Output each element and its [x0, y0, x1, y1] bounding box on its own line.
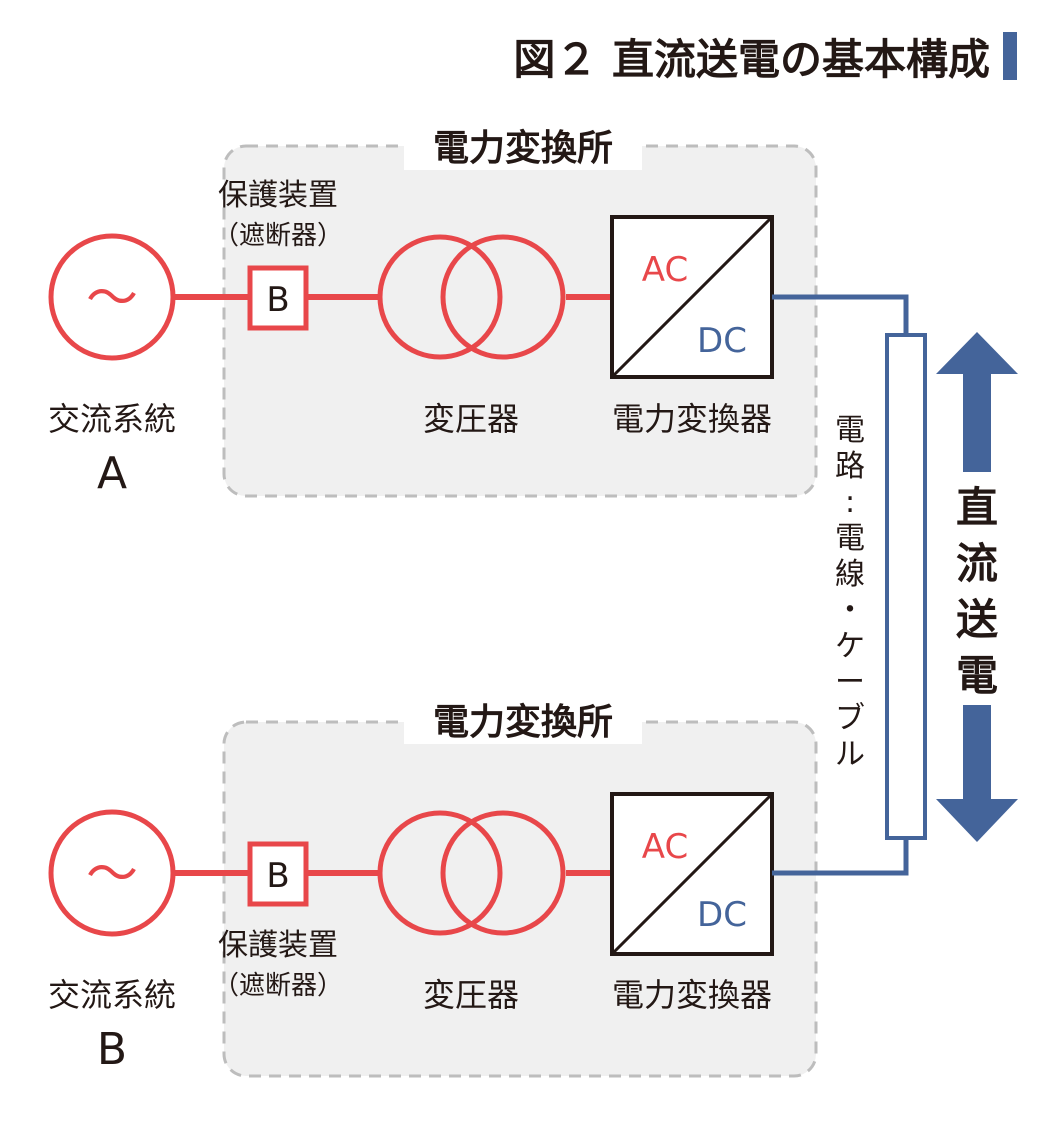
arrow-down-shaft: [963, 705, 991, 801]
ac-wave-b-icon: 〜: [86, 845, 138, 905]
line-label-char: 電: [835, 413, 865, 448]
converter-b-dc: DC: [697, 895, 747, 935]
breaker-b-letter: B: [266, 856, 289, 896]
station-label-a: 電力変換所: [433, 127, 613, 169]
transformer-a-coil-1: [377, 234, 503, 360]
breaker-a-letter: B: [266, 280, 289, 320]
line-label-char: :: [845, 485, 855, 520]
breaker-a-label-1: 保護装置: [218, 178, 338, 213]
source-a-letter: A: [97, 448, 127, 499]
ac-source-b-icon: [48, 809, 176, 937]
row-b-circuit: 〜 B AC DC: [48, 792, 774, 956]
line-label-char: ル: [835, 737, 865, 772]
breaker-a: [247, 265, 309, 331]
line-label-char: ブ: [835, 701, 865, 736]
title-accent-bar: [1003, 32, 1017, 80]
converter-b-label: 電力変換器: [612, 976, 772, 1014]
dc-transmission-char: 流: [956, 539, 998, 588]
dc-transmission-char: 直: [956, 483, 998, 532]
line-label-char: 路: [835, 449, 865, 484]
source-a-label: 交流系統: [48, 400, 176, 438]
arrow-down-head: [936, 799, 1018, 842]
breaker-b-label-2: （遮断器）: [213, 971, 343, 1001]
ac-wave-a-icon: 〜: [86, 269, 138, 329]
dc-transmission-char: 電: [956, 651, 998, 700]
dc-wire-top: [772, 294, 909, 335]
dc-line: [772, 294, 927, 876]
breaker-a-label-2: （遮断器）: [213, 221, 343, 251]
source-b-label: 交流系統: [48, 976, 176, 1014]
source-b-letter: B: [97, 1024, 127, 1075]
converter-a-dc: DC: [697, 321, 747, 361]
line-label-char: 線: [835, 557, 865, 592]
breaker-b-label-1: 保護装置: [218, 928, 338, 963]
ac-source-a-icon: [48, 233, 176, 361]
arrow-up-shaft: [963, 372, 991, 472]
dc-cable: [885, 333, 927, 840]
transformer-b-coil-2: [440, 810, 566, 936]
station-label-b: 電力変換所: [433, 701, 613, 743]
arrow-up-head: [936, 332, 1018, 374]
dc-transmission-arrow: [936, 332, 1018, 842]
dc-wire-bottom: [772, 838, 909, 876]
converter-a-diagonal: [610, 215, 774, 379]
dc-transmission-label: 直 流 送 電: [956, 483, 998, 700]
figure-title: 図２ 直流送電の基本構成: [513, 35, 990, 84]
line-label: 電 路 : 電 線 ・ ケ ー ブ ル: [835, 413, 865, 772]
converter-b-diagonal: [610, 792, 774, 956]
transformer-b-coil-1: [377, 810, 503, 936]
breaker-b: [247, 841, 309, 907]
converter-b-ac: AC: [642, 827, 688, 867]
transformer-a-label: 変圧器: [423, 400, 519, 438]
converter-a-ac: AC: [642, 250, 688, 290]
line-label-char: ー: [835, 665, 865, 700]
line-label-char: ケ: [835, 629, 865, 664]
line-label-char: 電: [835, 521, 865, 556]
station-label-bg-b: [404, 700, 642, 744]
station-label-bg-a: [404, 126, 642, 170]
transformer-b-label: 変圧器: [423, 976, 519, 1014]
line-label-char: ・: [835, 593, 865, 628]
row-a-circuit: 〜 B AC DC: [48, 215, 774, 379]
dc-transmission-char: 送: [956, 595, 998, 644]
transformer-a-coil-2: [440, 234, 566, 360]
converter-a-label: 電力変換器: [612, 400, 772, 438]
